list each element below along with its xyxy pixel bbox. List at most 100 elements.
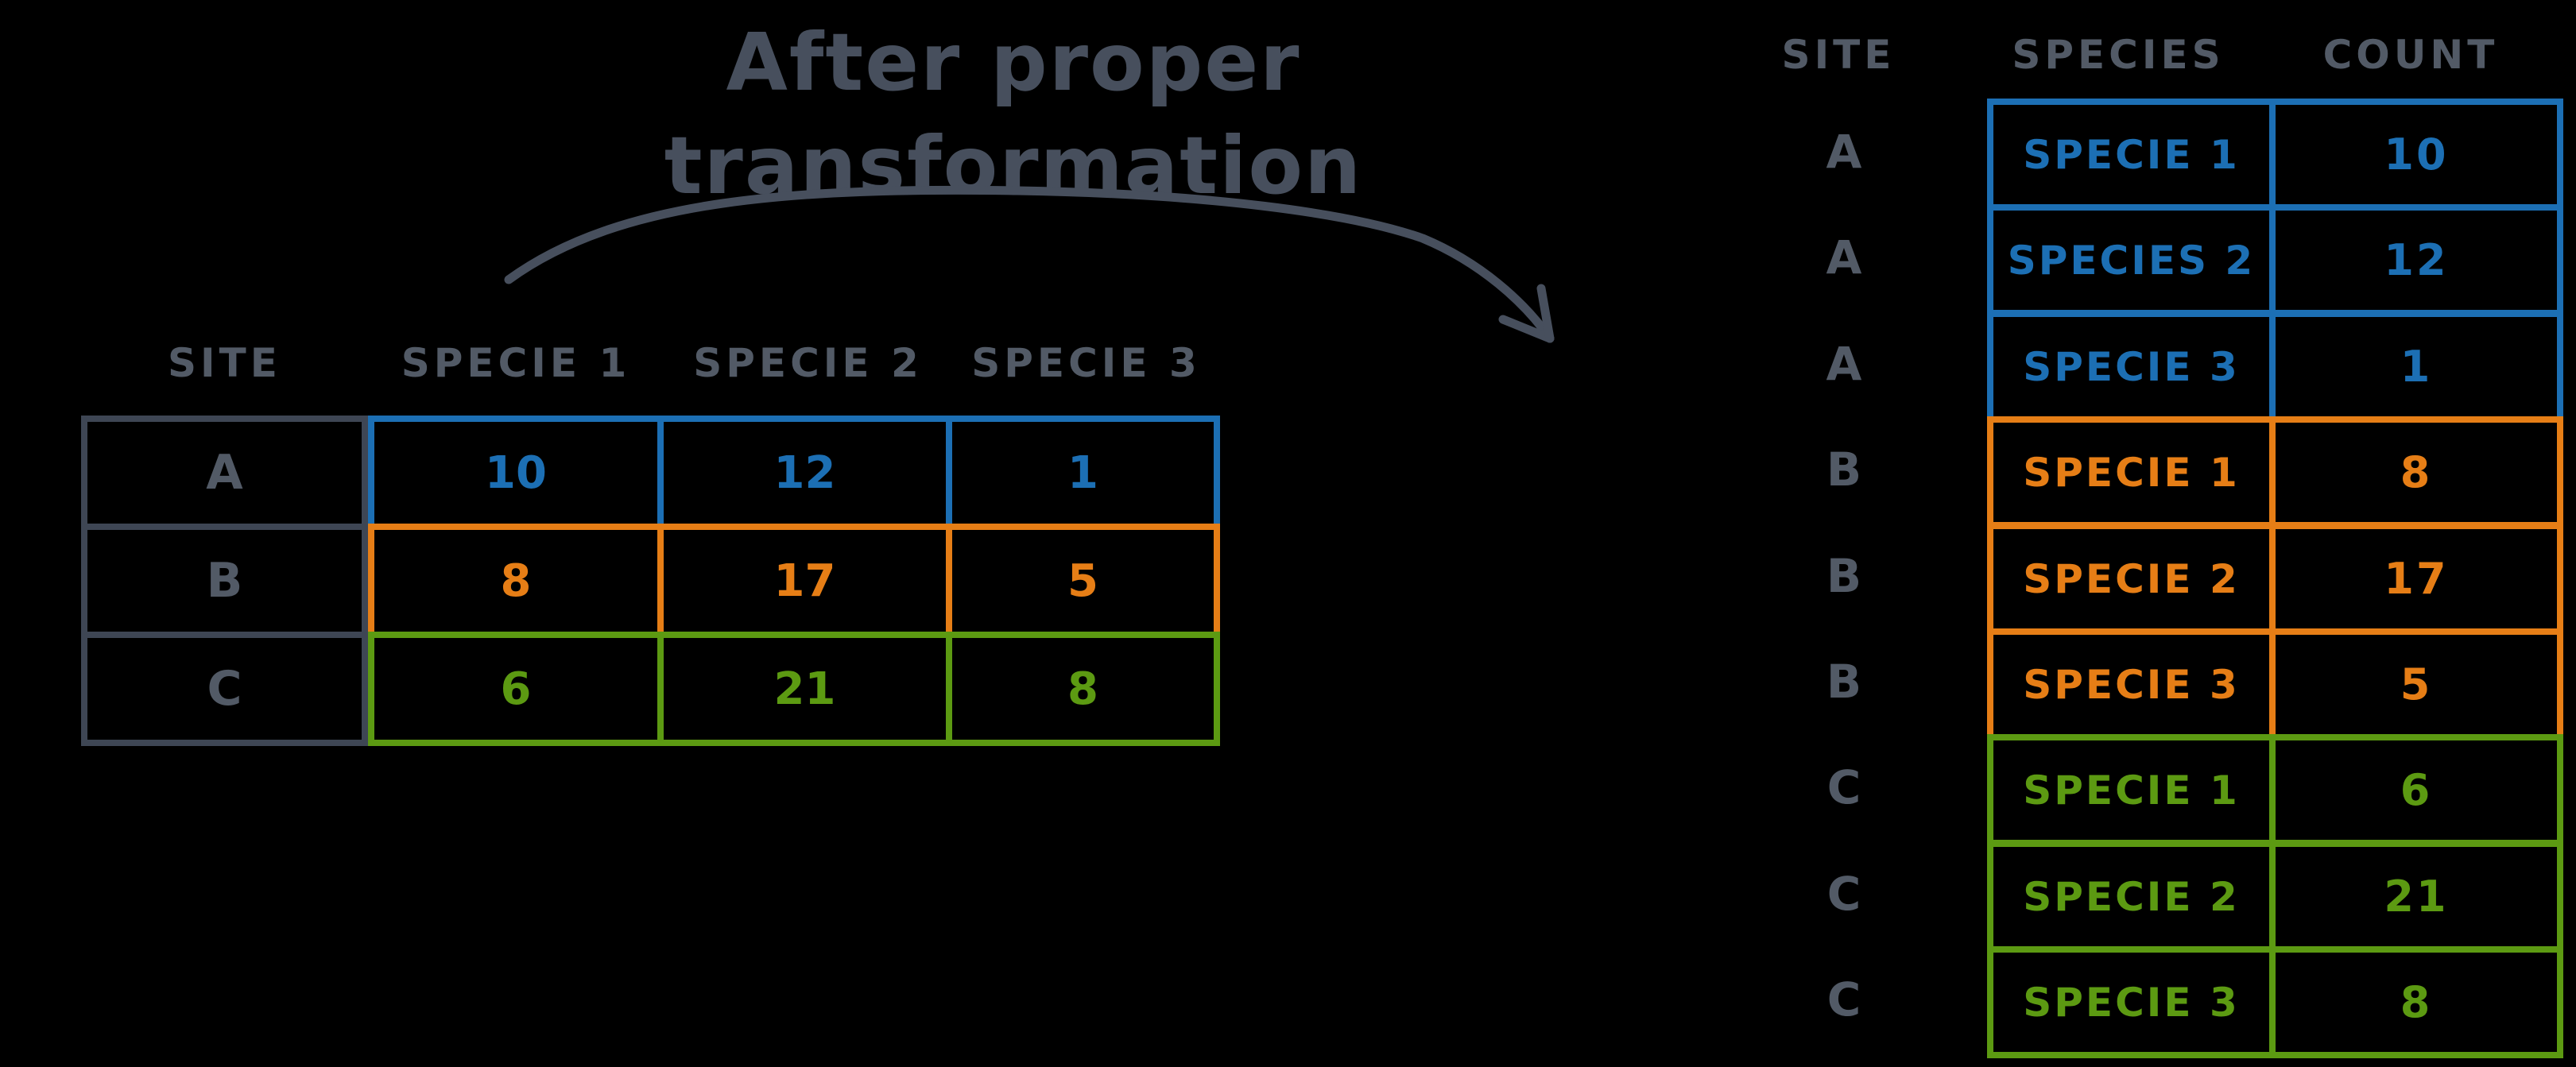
long-table-row: SPECIE 3 1 bbox=[1987, 311, 2563, 423]
long-table-site-cell: A bbox=[1795, 311, 1893, 416]
long-table-count-cell: 21 bbox=[2276, 847, 2557, 946]
long-table-site-label: C bbox=[1826, 866, 1861, 921]
long-table-site-label: C bbox=[1826, 972, 1861, 1026]
long-table-site-cell: B bbox=[1795, 416, 1893, 522]
wide-table-cell: 6 bbox=[374, 638, 664, 740]
long-table-site-label: B bbox=[1826, 654, 1862, 709]
wide-table-cell-value: 1 bbox=[1067, 447, 1098, 499]
long-table-species-value: SPECIE 1 bbox=[2023, 449, 2240, 496]
long-table-site-cell: C bbox=[1795, 841, 1893, 946]
long-table-row: SPECIE 1 8 bbox=[1987, 416, 2563, 528]
long-table-row: SPECIE 3 8 bbox=[1987, 946, 2563, 1058]
long-table-species-value: SPECIE 1 bbox=[2023, 131, 2240, 178]
wide-table-row: 8 17 5 bbox=[368, 524, 1220, 638]
long-table-species-value: SPECIE 2 bbox=[2023, 873, 2240, 920]
long-table-site-cell: B bbox=[1795, 628, 1893, 734]
wide-table-site-cell: C bbox=[87, 638, 362, 740]
long-table-species-value: SPECIE 3 bbox=[2023, 343, 2240, 390]
long-table-site-cell: B bbox=[1795, 523, 1893, 628]
wide-table-cell: 17 bbox=[664, 530, 952, 632]
wide-table-cell-value: 21 bbox=[773, 663, 836, 715]
long-table-site-cell: C bbox=[1795, 734, 1893, 840]
long-table-site-cell: A bbox=[1795, 99, 1893, 204]
long-table-row: SPECIE 2 21 bbox=[1987, 841, 2563, 953]
long-table-site-label: A bbox=[1826, 336, 1862, 391]
wide-table-cell-value: 8 bbox=[500, 555, 532, 607]
long-table-count-cell: 6 bbox=[2276, 740, 2557, 840]
wide-table-cell-value: 17 bbox=[773, 555, 836, 607]
long-table-species-value: SPECIE 2 bbox=[2023, 555, 2240, 602]
long-table-count-value: 12 bbox=[2384, 235, 2449, 285]
long-table-species-value: SPECIES 2 bbox=[2007, 237, 2256, 284]
long-table-count-value: 6 bbox=[2400, 765, 2433, 815]
long-table-row: SPECIE 3 5 bbox=[1987, 628, 2563, 740]
long-table-header-count: COUNT bbox=[2322, 32, 2499, 78]
wide-table-cell-value: 12 bbox=[773, 447, 836, 499]
long-table-species-value: SPECIE 3 bbox=[2023, 979, 2240, 1026]
long-table-species-cell: SPECIE 3 bbox=[1993, 953, 2276, 1052]
diagram-title: After proper transformation bbox=[632, 11, 1395, 218]
long-table-count-value: 8 bbox=[2400, 977, 2433, 1027]
long-table-species-cell: SPECIE 1 bbox=[1993, 423, 2276, 522]
long-table-site-label: B bbox=[1826, 548, 1862, 603]
long-table-header-site: SITE bbox=[1781, 32, 1896, 78]
wide-table-header-row: SITE SPECIE 1 SPECIE 2 SPECIE 3 bbox=[81, 332, 1220, 394]
long-table-species-cell: SPECIE 3 bbox=[1993, 317, 2276, 416]
wide-table-header-specie-3: SPECIE 3 bbox=[971, 340, 1201, 386]
long-table-site-label: A bbox=[1826, 230, 1862, 284]
long-table-species-cell: SPECIE 1 bbox=[1993, 740, 2276, 840]
long-table-site-label: C bbox=[1826, 760, 1861, 814]
wide-table-cell-value: 5 bbox=[1067, 555, 1098, 607]
long-table-count-cell: 17 bbox=[2276, 529, 2557, 628]
long-table-count-value: 5 bbox=[2400, 659, 2433, 709]
title-line-2: transformation bbox=[664, 119, 1363, 212]
long-table-count-value: 17 bbox=[2384, 554, 2449, 604]
long-table-count-cell: 12 bbox=[2276, 211, 2557, 310]
long-table-count-cell: 10 bbox=[2276, 105, 2557, 204]
wide-table-cell-value: 6 bbox=[500, 663, 532, 715]
wide-table-cell: 12 bbox=[664, 422, 952, 524]
long-table-count-cell: 1 bbox=[2276, 317, 2557, 416]
wide-table-row: 10 12 1 bbox=[368, 416, 1220, 530]
wide-table-cell: 10 bbox=[374, 422, 664, 524]
long-table-count-cell: 5 bbox=[2276, 635, 2557, 734]
long-table-species-cell: SPECIE 2 bbox=[1993, 847, 2276, 946]
long-table-header-species: SPECIES bbox=[2012, 32, 2225, 78]
title-line-1: After proper bbox=[726, 16, 1301, 109]
long-table-species-value: SPECIE 3 bbox=[2023, 661, 2240, 708]
wide-table-cell: 1 bbox=[952, 422, 1214, 524]
long-table-count-value: 21 bbox=[2384, 872, 2449, 922]
wide-table-header-site: SITE bbox=[168, 340, 281, 386]
wide-table-site-label: A bbox=[206, 445, 243, 501]
long-table-count-value: 10 bbox=[2384, 130, 2449, 180]
wide-table-cell-value: 8 bbox=[1067, 663, 1098, 715]
long-table-species-cell: SPECIE 2 bbox=[1993, 529, 2276, 628]
wide-table-cell: 21 bbox=[664, 638, 952, 740]
wide-table-cell: 8 bbox=[952, 638, 1214, 740]
wide-table-site-label: C bbox=[207, 661, 242, 717]
long-table-species-cell: SPECIE 3 bbox=[1993, 635, 2276, 734]
wide-table-site-label: B bbox=[206, 553, 243, 609]
long-table-site-label: B bbox=[1826, 442, 1862, 497]
long-table-row: SPECIE 1 6 bbox=[1987, 734, 2563, 846]
long-table-row: SPECIE 2 17 bbox=[1987, 523, 2563, 635]
wide-table-cell: 8 bbox=[374, 530, 664, 632]
wide-table-cell-value: 10 bbox=[485, 447, 547, 499]
wide-table-header-specie-1: SPECIE 1 bbox=[401, 340, 631, 386]
wide-table-cell: 5 bbox=[952, 530, 1214, 632]
long-table-count-cell: 8 bbox=[2276, 953, 2557, 1052]
long-table-species-cell: SPECIES 2 bbox=[1993, 211, 2276, 310]
long-table-count-value: 1 bbox=[2400, 342, 2433, 392]
long-table-site-cell: C bbox=[1795, 946, 1893, 1052]
long-table-count-cell: 8 bbox=[2276, 423, 2557, 522]
long-table-row: SPECIES 2 12 bbox=[1987, 204, 2563, 316]
wide-table-header-specie-2: SPECIE 2 bbox=[693, 340, 923, 386]
wide-table-site-cell: B bbox=[87, 530, 362, 638]
long-table-species-value: SPECIE 1 bbox=[2023, 767, 2240, 814]
wide-table-row: 6 21 8 bbox=[368, 632, 1220, 746]
long-table-species-cell: SPECIE 1 bbox=[1993, 105, 2276, 204]
long-table-site-label: A bbox=[1826, 124, 1862, 179]
long-table-site-cell: A bbox=[1795, 204, 1893, 310]
